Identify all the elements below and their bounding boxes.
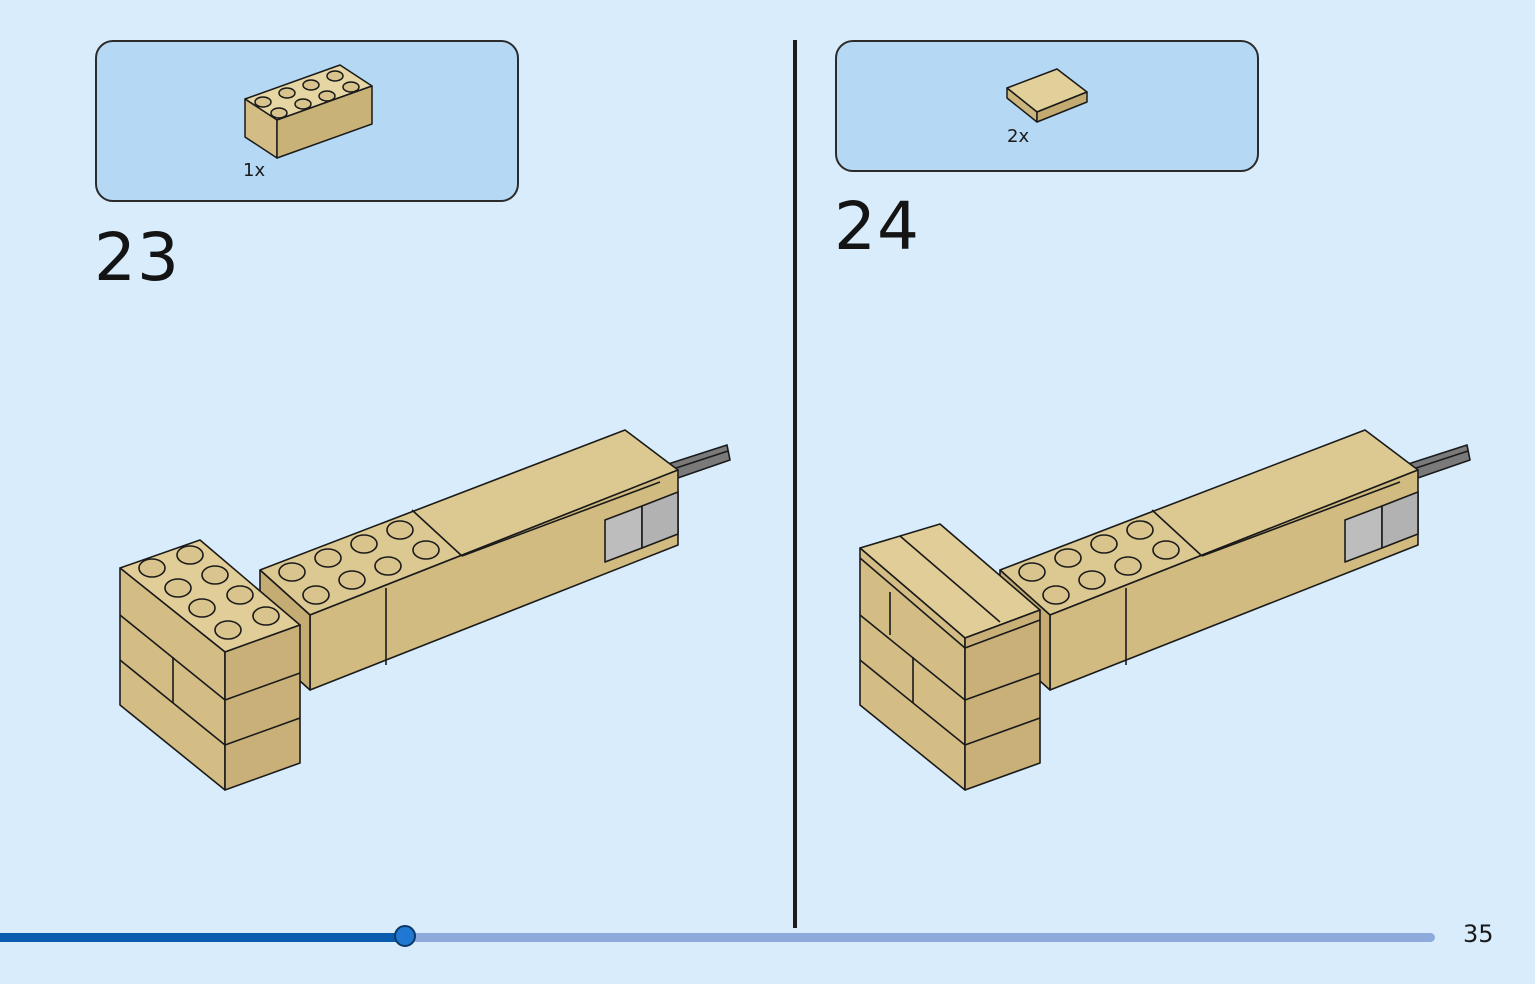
part-quantity: 1x [243,160,266,181]
step-number: 24 [834,188,920,265]
parts-callout-step-23: 1x [95,40,519,202]
step-divider [793,40,797,928]
progress-knob [394,925,416,947]
progress-fill [0,933,405,942]
page-number: 35 [1463,920,1494,948]
step-24-model-illustration [859,429,1471,791]
parts-callout-step-24: 2x [835,40,1259,172]
progress-track [0,933,1435,942]
tan-2x2-tile-part-icon [1006,68,1088,123]
step-23-model-illustration [119,429,731,791]
step-number: 23 [94,219,180,296]
tan-2x4-brick-part-icon [244,64,373,159]
part-quantity: 2x [1007,126,1030,147]
